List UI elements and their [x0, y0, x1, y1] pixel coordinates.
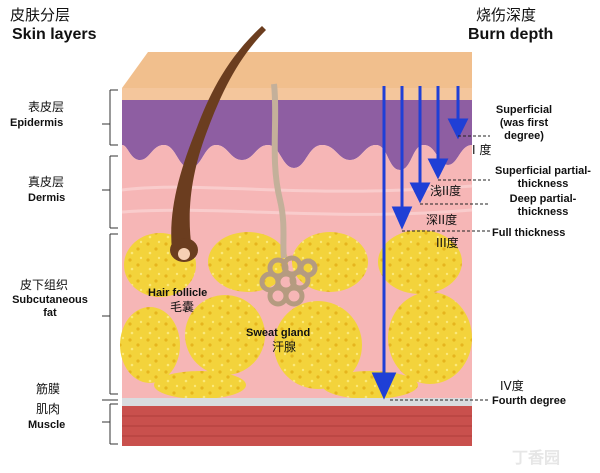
- sweat-gland-label-en: Sweat gland: [246, 327, 311, 339]
- burn-superficial-cn: I 度: [472, 143, 492, 157]
- burn-superficial-partial-cn: 浅II度: [430, 184, 462, 198]
- subcutaneous-label-cn: 皮下组织: [20, 278, 69, 292]
- sweat-gland-label-cn: 汗腺: [272, 340, 297, 354]
- subcutaneous-label-en: Subcutaneous fat: [12, 294, 88, 319]
- burn-deep-partial-en: Deep partial-thickness: [509, 193, 577, 218]
- epidermis-label-en: Epidermis: [10, 117, 64, 129]
- hair-follicle: [171, 26, 266, 250]
- left-header-cn: 皮肤分层: [10, 6, 71, 24]
- watermark: 丁香园: [512, 448, 561, 467]
- dermis-label-cn: 真皮层: [28, 175, 65, 189]
- fascia-label-cn: 筋膜: [36, 382, 61, 396]
- fascia-layer: [122, 398, 472, 406]
- hair-follicle-label-en: Hair follicle: [148, 287, 208, 299]
- muscle-label-en: Muscle: [28, 419, 66, 431]
- burn-full-thickness-en: Full thickness: [492, 227, 566, 239]
- burn-fourth-degree-cn: IV度: [500, 379, 524, 393]
- burn-full-thickness-cn: III度: [436, 236, 459, 250]
- burn-deep-partial-cn: 深II度: [426, 213, 458, 227]
- burn-superficial-en: Superficial (was first degree): [495, 104, 553, 142]
- sweat-gland: [271, 83, 287, 259]
- muscle-label-cn: 肌肉: [36, 402, 61, 416]
- epidermis-label-cn: 表皮层: [28, 100, 65, 114]
- burn-superficial-partial-en: Superficial partial-thickness: [495, 165, 591, 190]
- block-top: [122, 52, 472, 88]
- right-header-en: Burn depth: [468, 26, 554, 43]
- burn-fourth-degree-en: Fourth degree: [492, 395, 566, 407]
- left-header-en: Skin layers: [12, 26, 97, 43]
- dermis-label-en: Dermis: [28, 192, 66, 204]
- hair-follicle-label-cn: 毛囊: [170, 300, 195, 314]
- right-header-cn: 烧伤深度: [476, 6, 537, 24]
